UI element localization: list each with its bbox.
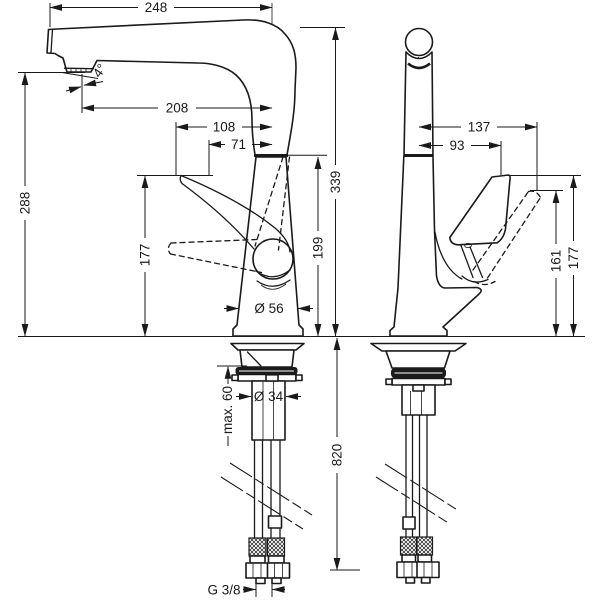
hose-stub-2 (271, 577, 282, 585)
handle-pivot-ball (252, 238, 294, 280)
dim-aerator-reach: 208 (81, 74, 273, 116)
front-break-lines (375, 463, 460, 525)
dim-total-height-label: 339 (328, 171, 343, 194)
spout-end-circle (404, 27, 434, 57)
side-break-lines (220, 462, 313, 530)
lever-bottom-edge (181, 182, 255, 250)
side-view (46, 3, 313, 585)
dim-hose-length-label: 820 (330, 444, 345, 467)
front-mounting-assembly (370, 342, 467, 416)
side-supply-hoses (245, 439, 291, 585)
dim-hose-length: 820 (330, 337, 360, 571)
dim-handle-tip-reach-label: 108 (213, 120, 236, 135)
hose-nut-2 (266, 562, 291, 579)
dim-handle-tip-reach: 108 (175, 120, 273, 175)
front-handle-alt-position (472, 190, 542, 286)
handle-lever (179, 174, 294, 290)
dim-handle-offset: 71 (208, 137, 273, 175)
dim-spout-reach: 248 (49, 0, 273, 27)
outlet-arc (407, 62, 431, 70)
spout-tip-cap-line (50, 28, 54, 54)
washer-tab-left (231, 374, 239, 382)
front-view (370, 27, 542, 584)
washer-tab-right (295, 374, 303, 382)
front-handle-blade (449, 174, 511, 246)
dim-handle-height-front-label: 177 (566, 247, 581, 270)
socket-arc-1 (256, 279, 291, 287)
hose-nut-1 (245, 562, 269, 579)
dim-max-counter-thickness-label: max. 60 (220, 386, 235, 434)
socket-arc-2 (260, 283, 287, 290)
dim-body-height: 199 (288, 154, 327, 337)
handle-lever-alt-positions (167, 156, 291, 274)
dim-handle-swing-reach-label: 137 (468, 120, 491, 135)
dim-handle-height-front: 177 (505, 175, 581, 337)
front-base-flange (370, 342, 467, 352)
handle-screw (464, 242, 472, 248)
front-hose-guide (412, 384, 425, 392)
dim-body-height-label: 199 (311, 237, 326, 260)
housing-edge (434, 231, 463, 280)
dim-thread-size: G 3/8 (207, 580, 285, 598)
front-handle (449, 174, 511, 283)
mount-diagonal (246, 351, 262, 367)
dim-max-counter-thickness: max. 60 (217, 365, 247, 446)
handle-neck-1 (460, 244, 474, 279)
dim-outlet-height-label: 288 (18, 192, 33, 215)
aerator (63, 67, 95, 72)
dim-handle-rotated-height: 161 (530, 190, 564, 337)
lever-top-edge (180, 174, 291, 253)
threaded-shank (251, 380, 286, 441)
front-washer (391, 377, 446, 386)
side-mounting-assembly (230, 342, 305, 441)
handle-neck-2 (469, 246, 484, 279)
front-supply-hoses (396, 414, 440, 584)
dim-handle-rotated-height-label: 161 (549, 250, 564, 273)
dim-spout-reach-label: 248 (145, 0, 168, 15)
dim-total-height: 339 (300, 27, 345, 337)
dim-base-diameter: Ø 56 (224, 301, 313, 316)
hose-braid-1 (248, 537, 267, 557)
dim-aerator-reach-label: 208 (166, 101, 189, 116)
dim-base-diameter-label: Ø 56 (254, 301, 283, 316)
dim-handle-reach: 93 (418, 138, 502, 175)
dim-handle-swing-reach: 137 (418, 120, 538, 190)
hose-stub-1 (255, 577, 266, 585)
ball-inner-arc (255, 269, 291, 278)
dim-handle-height-side-label: 177 (138, 244, 153, 267)
hose-guide (265, 373, 279, 382)
dimensions: 248 208 108 71 4° (18, 0, 581, 598)
front-hose-coupling (402, 516, 416, 530)
lever-tip (179, 174, 183, 185)
dim-thread-size-label: G 3/8 (207, 583, 240, 598)
base-flange (230, 342, 305, 351)
hose-coupling (267, 515, 283, 529)
spout-outline (46, 19, 297, 156)
dim-outlet-height: 288 (18, 72, 85, 337)
front-mount-body (385, 350, 451, 369)
dim-shank-diameter: Ø 34 (236, 389, 301, 404)
front-body (389, 51, 482, 337)
hose-braid-2 (266, 537, 286, 557)
dim-handle-offset-label: 71 (231, 137, 246, 152)
dim-handle-reach-label: 93 (449, 138, 464, 153)
handle-pivot-curve (461, 275, 489, 283)
dim-shank-diameter-label: Ø 34 (254, 389, 284, 404)
dim-handle-height-side: 177 (137, 175, 213, 337)
